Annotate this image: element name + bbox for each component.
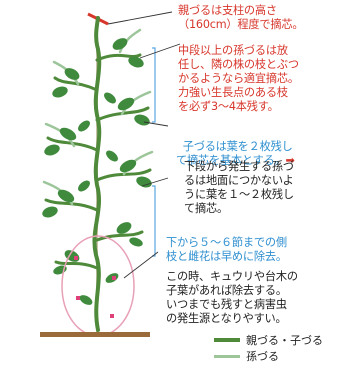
child-vines (44, 53, 152, 270)
note-child-vine: 子づるは葉を２枚残し て摘芯を基本とする。➡ (176, 126, 295, 168)
legend-item-side-vine: 孫づる (214, 348, 279, 364)
leaves (42, 38, 152, 305)
main-vine-swatch (214, 338, 240, 342)
note-cotyledon: この時、キュウリや台木の 子葉があれば除去する。 いつまでも残すと病害虫 の発生… (166, 270, 298, 325)
legend-label-main-vine: 親づる・子づる (246, 334, 323, 347)
soil-line (40, 332, 150, 337)
right-arrow-icon: ➡ (285, 154, 295, 167)
removed-flower-marks (74, 256, 116, 318)
leader-lines (107, 11, 181, 279)
legend-item-main-vine: 親づる・子づる (214, 332, 323, 348)
note-top-pinch: 親づるは支柱の高さ （160cm）程度で摘芯。 (178, 4, 304, 31)
note-lower-side-vines: 下段から発生する孫づ るは地面につかないよ うに葉を１～２枚残し て摘芯。 (184, 160, 294, 215)
note-bottom-removal: 下から５～６節までの側 枝と雌花は早めに除去。 (166, 236, 287, 263)
side-vine-swatch (214, 354, 240, 358)
main-vine (92, 16, 102, 332)
note-middle-side-vines: 中段以上の孫づるは放 任し、隣の株の枝とぶつ かるようなら適宜摘芯。 力強い生長… (178, 44, 299, 113)
legend-label-side-vine: 孫づる (246, 350, 279, 363)
note-child-vine-text: 子づるは葉を２枚残し て摘芯を基本とする。 (176, 140, 293, 167)
